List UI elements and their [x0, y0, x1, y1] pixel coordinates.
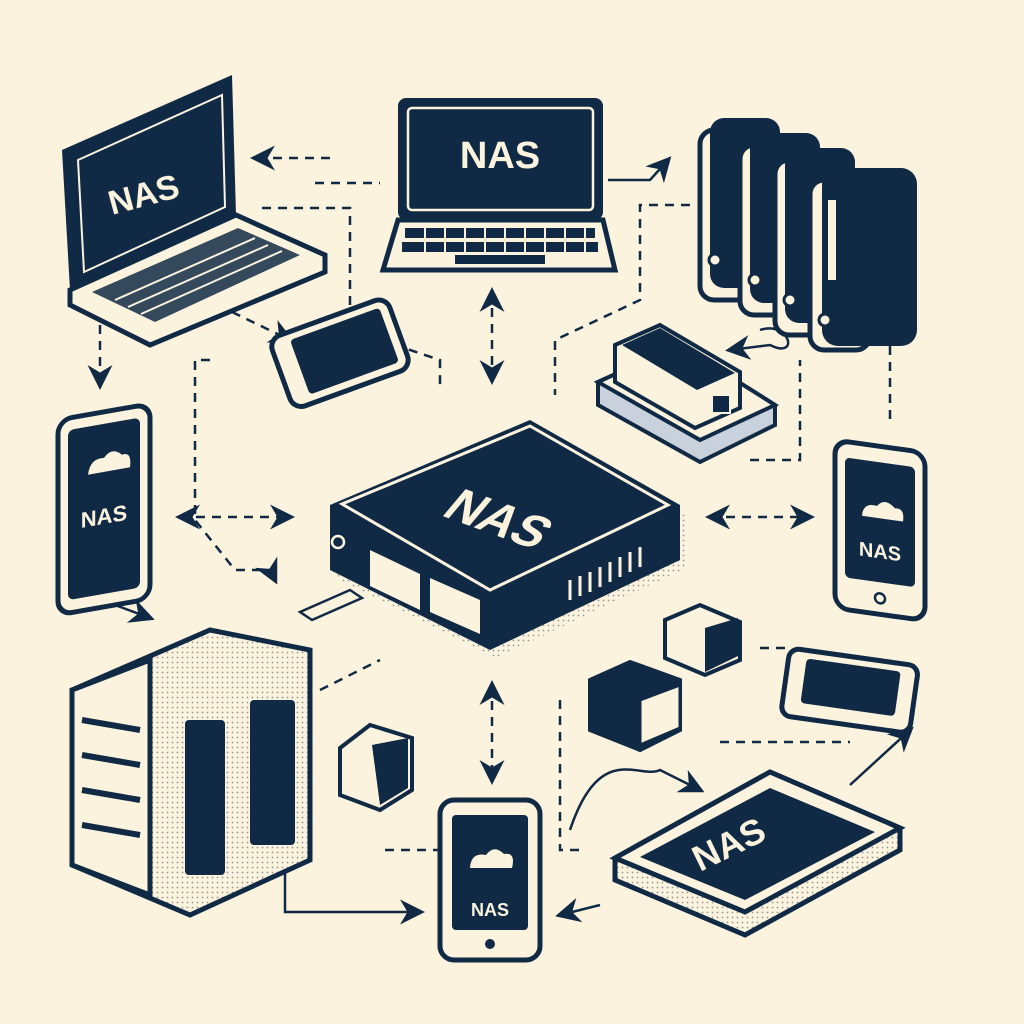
tower-server[interactable] — [69, 627, 313, 918]
power-button-icon — [330, 534, 346, 550]
phone-bottom-label: NAS — [471, 900, 509, 920]
keyboard-icon — [92, 228, 300, 322]
laptop-top-center[interactable]: NAS — [379, 98, 619, 273]
hard-drive-stack[interactable] — [697, 118, 917, 353]
phone-right[interactable]: NAS — [832, 439, 928, 622]
arrow-to-drives — [608, 156, 672, 184]
laptop-top-center-label: NAS — [460, 135, 540, 177]
arrow-phone-to-server — [114, 599, 155, 623]
home-button-icon — [485, 939, 495, 949]
link-server — [319, 658, 381, 692]
link-center-bottom — [558, 700, 580, 852]
adapter-cube-right-bottom[interactable] — [588, 659, 682, 753]
phone-left[interactable]: NAS — [55, 403, 153, 616]
usb-cable-icon — [297, 588, 365, 622]
arrow-to-tablet — [568, 768, 705, 831]
link-drives-to-nas — [553, 203, 690, 395]
router-device[interactable] — [593, 322, 780, 465]
keyboard-icon — [402, 228, 598, 264]
tablet-bottom-right[interactable]: NAS — [609, 769, 906, 938]
phone-bottom[interactable]: NAS — [437, 797, 543, 963]
arrow-tablet-to-device — [849, 726, 914, 786]
arrow-tablet-to-phone — [555, 898, 601, 923]
laptop-top-left[interactable]: NAS — [62, 75, 328, 348]
small-device-right[interactable] — [779, 646, 920, 735]
vent-icon — [568, 547, 642, 600]
arrow-curly — [725, 327, 790, 360]
link-router — [750, 360, 802, 462]
cloud-icon — [88, 451, 131, 475]
adapter-cube-right-top[interactable] — [663, 602, 742, 678]
port-panel — [370, 550, 420, 610]
home-button-icon — [873, 592, 887, 605]
cloud-icon — [470, 849, 513, 868]
port-panel — [430, 578, 480, 634]
arrow-server-to-phone — [283, 870, 425, 925]
cloud-icon — [862, 502, 904, 522]
central-nas-device[interactable]: NAS — [297, 420, 686, 658]
adapter-cube-left[interactable] — [338, 722, 414, 813]
phone-landscape-small[interactable] — [268, 297, 411, 410]
link-left-loop — [193, 358, 278, 585]
